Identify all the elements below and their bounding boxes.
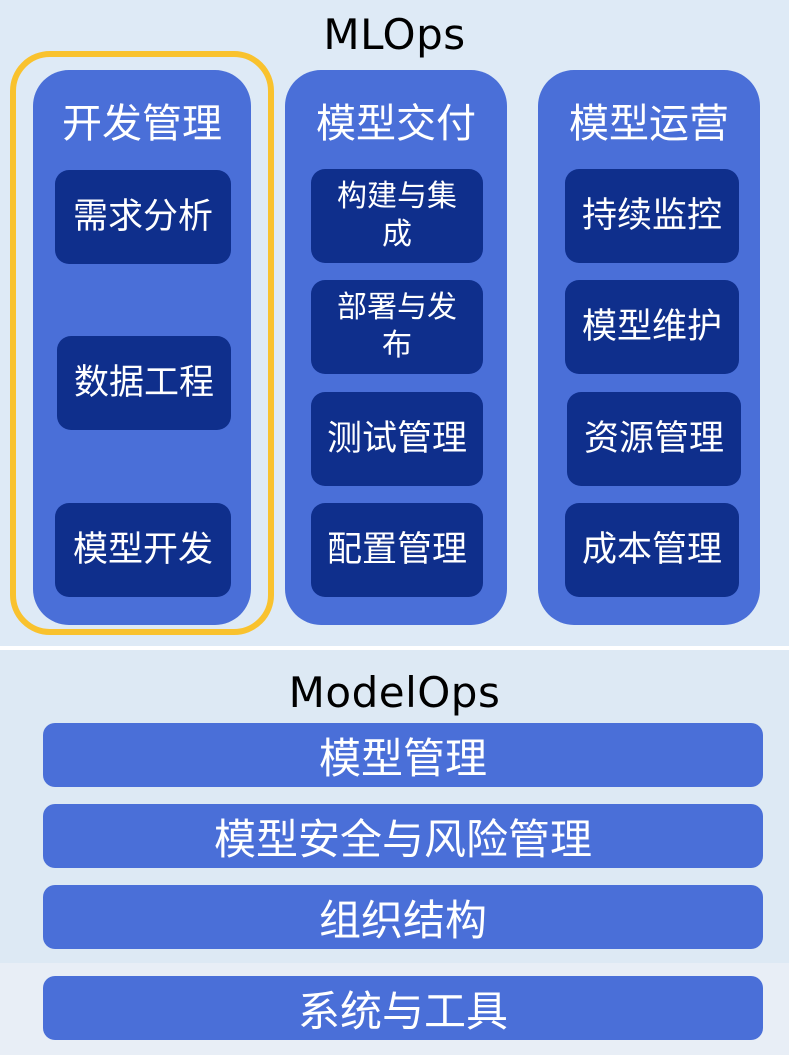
item-cost-management: 成本管理 xyxy=(565,503,739,597)
item-deploy-release: 部署与发布 xyxy=(311,280,483,374)
item-model-maintenance: 模型维护 xyxy=(565,280,739,374)
mlops-title: MLOps xyxy=(323,10,466,59)
item-label: 持续监控 xyxy=(581,196,722,236)
item-label: 部署与发布 xyxy=(337,290,457,363)
item-label: 模型维护 xyxy=(581,307,722,347)
item-data-engineering: 数据工程 xyxy=(57,336,231,430)
item-continuous-monitoring: 持续监控 xyxy=(565,169,739,263)
column-title: 模型交付 xyxy=(316,101,476,147)
item-label: 成本管理 xyxy=(581,530,722,570)
column-model-operations: 模型运营 持续监控 模型维护 资源管理 成本管理 xyxy=(538,70,760,625)
item-requirements-analysis: 需求分析 xyxy=(55,170,231,264)
column-title: 开发管理 xyxy=(62,101,222,147)
item-label: 配置管理 xyxy=(326,530,467,570)
modelops-title: ModelOps xyxy=(288,668,501,717)
item-build-integration: 构建与集成 xyxy=(311,169,483,263)
column-title: 模型运营 xyxy=(569,101,729,147)
bar-model-security-risk: 模型安全与风险管理 xyxy=(43,804,763,868)
column-dev-management: 开发管理 需求分析 数据工程 模型开发 xyxy=(33,70,251,625)
bar-organization-structure: 组织结构 xyxy=(43,885,763,949)
item-resource-management: 资源管理 xyxy=(567,392,741,486)
item-label: 测试管理 xyxy=(326,419,467,459)
bar-systems-tools: 系统与工具 xyxy=(43,976,763,1040)
item-test-management: 测试管理 xyxy=(311,392,483,486)
item-label: 构建与集成 xyxy=(337,179,457,252)
item-label: 模型开发 xyxy=(72,530,213,570)
bar-model-management: 模型管理 xyxy=(43,723,763,787)
item-label: 资源管理 xyxy=(583,419,724,459)
item-config-management: 配置管理 xyxy=(311,503,483,597)
item-label: 需求分析 xyxy=(72,197,213,237)
column-model-delivery: 模型交付 构建与集成 部署与发布 测试管理 配置管理 xyxy=(285,70,507,625)
item-label: 数据工程 xyxy=(73,363,214,403)
item-model-development: 模型开发 xyxy=(55,503,231,597)
